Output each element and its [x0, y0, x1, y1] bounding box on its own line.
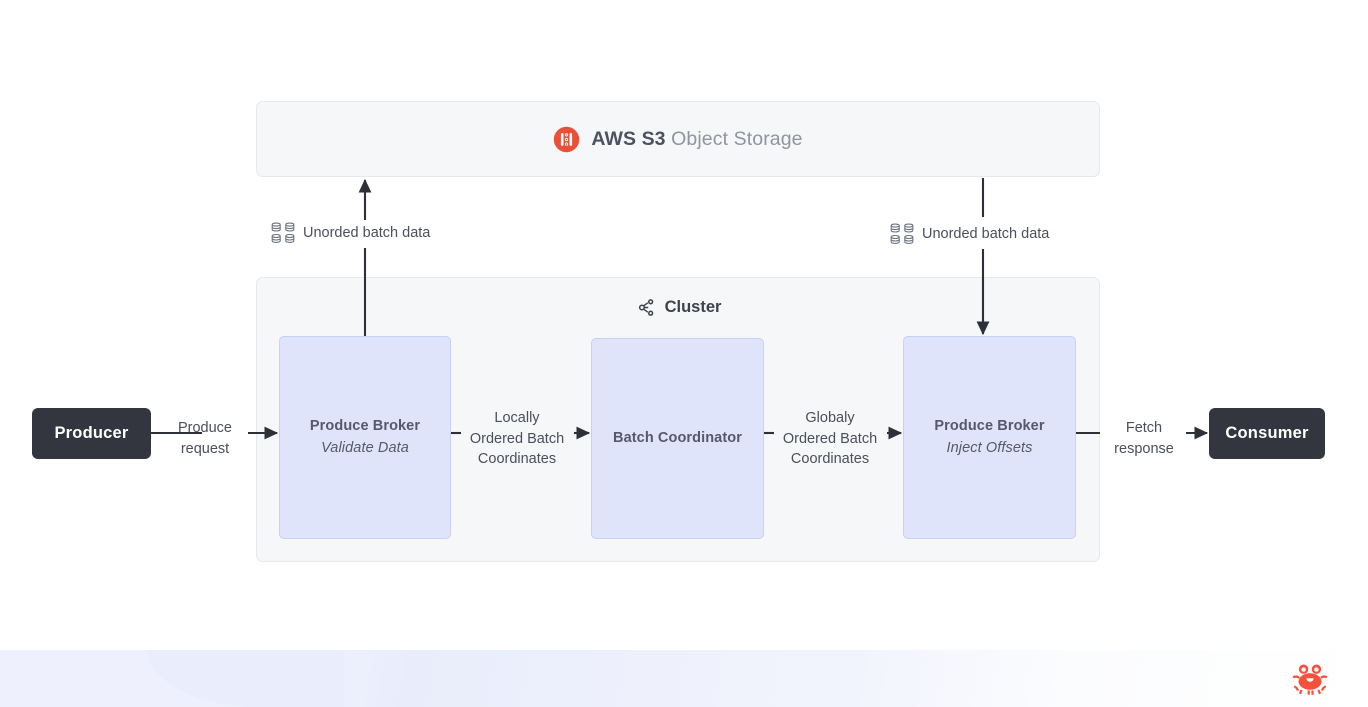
storage-edge-label-upload: Unorded batch data	[271, 222, 430, 244]
endpoint-label: Producer	[54, 424, 129, 442]
aws-s3-title-strong: AWS S3	[591, 127, 666, 150]
cluster-nodes-icon	[637, 298, 656, 317]
aws-s3-panel: AWS S3 Object Storage	[256, 101, 1100, 177]
edge-label-globaly-ordered-batch-coordinates: Globaly Ordered Batch Coordinates	[782, 410, 878, 468]
database-grid-icon	[890, 223, 914, 245]
endpoint-consumer[interactable]: Consumer	[1209, 408, 1325, 459]
node-title: Produce Broker	[934, 418, 1045, 435]
node-title: Produce Broker	[309, 418, 421, 435]
aws-s3-title: AWS S3 Object Storage	[591, 128, 802, 151]
aws-s3-title-rest: Object Storage	[665, 127, 803, 150]
endpoint-label: Consumer	[1225, 424, 1309, 442]
cluster-header: Cluster	[257, 298, 1101, 317]
storage-edge-label-download: Unorded batch data	[890, 223, 1049, 245]
node-produce-broker-validate[interactable]: Produce Broker Validate Data	[279, 336, 451, 539]
storage-edge-label-text: Unorded batch data	[922, 226, 1050, 242]
node-subtitle: Validate Data	[321, 439, 409, 456]
edge-label-produce-request: Produce request	[177, 420, 232, 457]
aws-s3-icon	[553, 126, 580, 153]
crab-logo	[1288, 655, 1332, 699]
endpoint-producer[interactable]: Producer	[32, 408, 151, 459]
node-subtitle: Inject Offsets	[946, 439, 1033, 456]
edge-label-fetch-response: Fetch response	[1114, 420, 1174, 457]
database-grid-icon	[271, 222, 295, 244]
cluster-title: Cluster	[664, 298, 722, 316]
node-title: Batch Coordinator	[613, 429, 742, 446]
storage-edge-label-text: Unorded batch data	[303, 225, 431, 241]
node-produce-broker-inject[interactable]: Produce Broker Inject Offsets	[903, 336, 1076, 539]
edge-label-locally-ordered-batch-coordinates: Locally Ordered Batch Coordinates	[469, 410, 565, 468]
aws-s3-title-group: AWS S3 Object Storage	[553, 126, 803, 153]
node-batch-coordinator[interactable]: Batch Coordinator	[591, 338, 764, 539]
